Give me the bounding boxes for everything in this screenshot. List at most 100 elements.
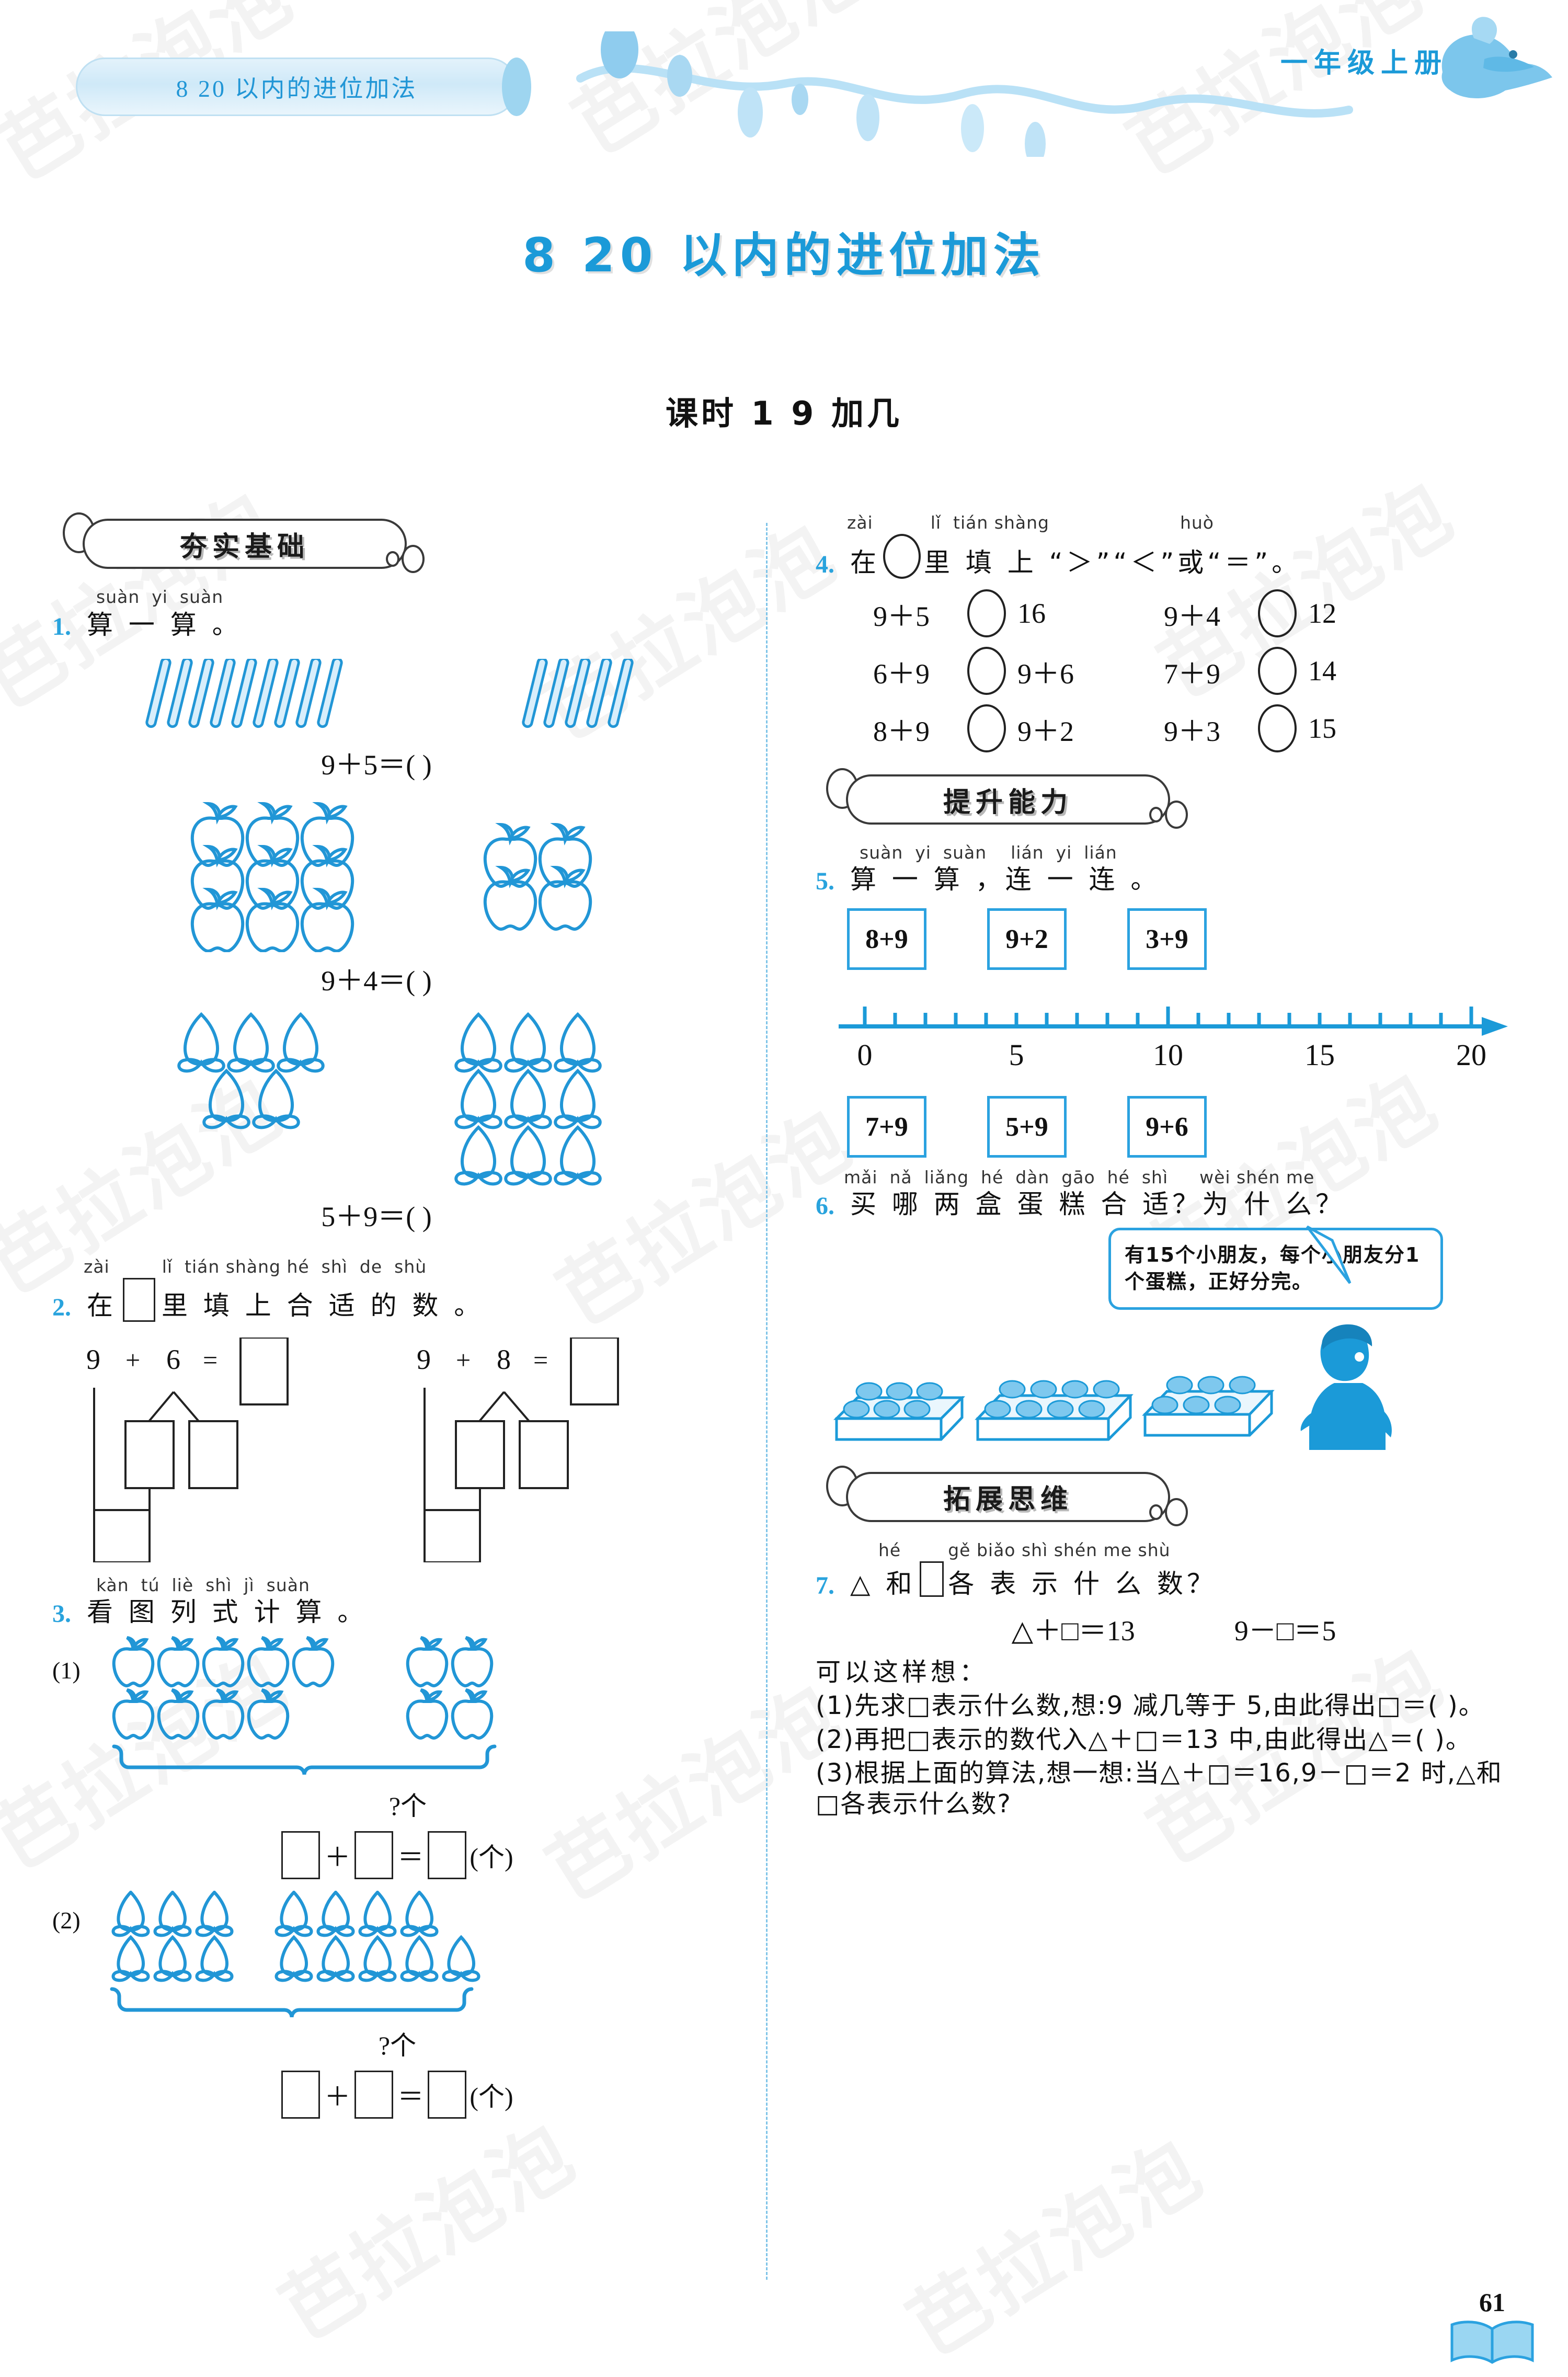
grade-label: 一年级上册: [1280, 48, 1448, 79]
tick-label: 15: [1304, 1038, 1335, 1072]
q3-text: 看 图 列 式 计 算 。: [87, 1597, 368, 1627]
column-divider: [766, 523, 768, 2280]
watermark: 芭拉泡泡: [884, 2108, 1220, 2377]
section-label-thinking: 拓展思维: [943, 1484, 1073, 1516]
q2-text-b: 里 填 上 合 适 的 数 。: [162, 1290, 484, 1321]
q7-equation-2: 9－□＝5: [1234, 1615, 1336, 1647]
q7-step-1: (1)先求□表示什么数,想:9 减几等于 5,由此得出□＝( )。: [816, 1691, 1485, 1721]
sticks-group-left: [145, 659, 343, 728]
q3-number: 3.: [52, 1600, 71, 1628]
apple-group-left: [187, 801, 360, 952]
q5-top-cards: 8+9 9+2 3+9: [847, 908, 1516, 970]
bubble-icon: [386, 551, 399, 567]
comparison-circle[interactable]: [967, 589, 1006, 637]
answer-box[interactable]: [428, 2071, 467, 2119]
q4-rows: 9＋5 16 9＋4 12 6＋9 9＋6 7＋9 14 8＋9 9＋2 9＋3: [816, 589, 1516, 752]
q4-left-expr: 6＋9: [873, 658, 930, 690]
q1-text: 算 一 算 。: [87, 610, 242, 640]
peach-group-left: [175, 1012, 332, 1133]
plus-sign: ＋: [324, 2082, 351, 2111]
question-4: zài lǐ tián shàng huò 4. 在 里 填 上 “＞”“＜”或…: [816, 512, 1516, 752]
equals-sign: ＝: [397, 2082, 424, 2111]
banner-frame: [83, 519, 407, 569]
answer-box[interactable]: [281, 1831, 321, 1879]
bubble-icon: [402, 545, 425, 573]
q2-pinyin-a: zài: [84, 1256, 110, 1277]
svg-text:=: =: [203, 1345, 218, 1375]
sticks-group-right: [522, 659, 634, 728]
bubble-icon: [1165, 801, 1188, 829]
q7-equations: △＋□＝13 9－□＝5: [831, 1607, 1516, 1649]
svg-text:8: 8: [497, 1344, 511, 1375]
expression-card[interactable]: 5+9: [987, 1096, 1067, 1158]
answer-box[interactable]: [354, 2071, 394, 2119]
comparison-circle[interactable]: [1258, 647, 1297, 695]
svg-text:=: =: [533, 1345, 548, 1375]
peach-group-right: [452, 1012, 609, 1190]
q7-pinyin-a: hé: [878, 1539, 901, 1560]
q1-apples-figure: [52, 801, 732, 952]
comparison-circle[interactable]: [1258, 589, 1297, 637]
q5-bottom-cards: 7+9 5+9 9+6: [847, 1096, 1516, 1158]
section-label-ability: 提升能力: [943, 786, 1073, 818]
q7-inline-box[interactable]: [920, 1561, 944, 1597]
q3-pinyin: kàn tú liè shì jì suàn: [96, 1575, 310, 1595]
answer-box[interactable]: [281, 2071, 321, 2119]
answer-box[interactable]: [428, 1831, 467, 1879]
q3-item-1-unit: (个): [470, 1843, 513, 1872]
q2-inline-box[interactable]: [123, 1278, 155, 1322]
bubble-icon: [1149, 1504, 1163, 1520]
expression-card[interactable]: 9+6: [1127, 1096, 1207, 1158]
tick-label: 10: [1153, 1038, 1183, 1072]
banner-frame: [846, 1471, 1170, 1522]
comparison-circle[interactable]: [967, 704, 1006, 752]
q4-row: 9＋5 16 9＋4 12: [873, 589, 1516, 637]
q6-speech-wrap: 有15个小朋友，每个小朋友分1个蛋糕，正好分完。: [1108, 1225, 1516, 1310]
expression-card[interactable]: 7+9: [847, 1096, 926, 1158]
q2-text-a: 在: [87, 1290, 117, 1321]
q4-number: 4.: [816, 551, 834, 578]
q7-step-3: (3)根据上面的算法,想一想:当△＋□＝16,9－□＝2 时,△和□各表示什么数…: [816, 1758, 1503, 1819]
q3-item-2-brace-label: ?个: [378, 2031, 417, 2060]
q1-sticks-figure: [52, 659, 732, 732]
speech-bubble-tail: [1306, 1225, 1352, 1284]
q4-row: 6＋9 9＋6 7＋9 14: [873, 647, 1516, 695]
question-6: mǎi nǎ liǎng hé dàn gāo hé shì wèi shén …: [816, 1167, 1516, 1460]
chapter-tab-label: 8 20 以内的进位加法: [176, 75, 418, 102]
expression-card[interactable]: 9+2: [987, 908, 1067, 970]
q5-numberline: 0 5 10 15 20: [833, 992, 1516, 1078]
q6-illustration: [831, 1319, 1516, 1460]
question-5: suàn yi suàn lián yi lián 5. 算 一 算 ，连 一 …: [816, 842, 1516, 1158]
bubble-icon: [1149, 807, 1163, 822]
svg-text:9: 9: [86, 1344, 100, 1375]
q7-intro: 可以这样想：: [816, 1657, 989, 1687]
q4-right-expr: 9＋6: [1017, 658, 1074, 690]
q1-pinyin: suàn yi suàn: [96, 587, 224, 607]
question-3: kàn tú liè shì jì suàn 3. 看 图 列 式 计 算 。 …: [52, 1575, 732, 2119]
comparison-circle[interactable]: [967, 647, 1006, 695]
q4-inline-circle[interactable]: [883, 534, 921, 579]
number-split-diagram-2: 9 + 8 =: [417, 1338, 619, 1562]
right-column: zài lǐ tián shàng huò 4. 在 里 填 上 “＞”“＜”或…: [816, 512, 1516, 1819]
q6-pinyin-b: wèi shén me: [1199, 1167, 1315, 1187]
q4-pinyin-b: lǐ tián shàng: [930, 512, 1049, 533]
answer-box[interactable]: [354, 1831, 394, 1879]
q7-number: 7.: [816, 1571, 834, 1599]
q4-left-expr-2: 9＋3: [1164, 715, 1220, 747]
q7-title-b: 各 表 示 什 么 数？: [948, 1568, 1217, 1599]
lesson-title: 课时 1 9 加几: [665, 394, 903, 432]
expression-card[interactable]: 3+9: [1127, 908, 1207, 970]
tick-label: 5: [1009, 1038, 1024, 1072]
q4-right-expr: 16: [1017, 598, 1046, 629]
q3-item-1-label: (1): [52, 1657, 81, 1684]
q1-equation-1: 9＋5＝( ): [321, 749, 432, 781]
q3-item-2-figure: [110, 1891, 643, 2018]
expression-card[interactable]: 8+9: [847, 908, 926, 970]
page-title: 8 20 以内的进位加法: [522, 228, 1046, 283]
watermark: 芭拉泡泡: [256, 2092, 593, 2361]
tick-label: 0: [857, 1038, 873, 1072]
q4-left-expr: 9＋5: [873, 600, 930, 632]
q6-pinyin-a: mǎi nǎ liǎng hé dàn gāo hé shì: [844, 1167, 1169, 1187]
q5-text: 算 一 算 ，连 一 连 。: [850, 864, 1161, 895]
comparison-circle[interactable]: [1258, 704, 1297, 752]
